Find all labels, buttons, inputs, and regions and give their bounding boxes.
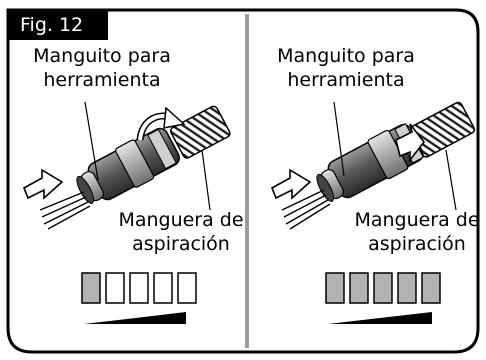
power-segment (349, 272, 369, 304)
power-segment (397, 272, 417, 304)
power-ramp (84, 312, 186, 324)
figure-tag: Fig. 12 (8, 10, 108, 40)
label-line: Manguito para (33, 45, 171, 67)
power-segment (105, 272, 125, 304)
label-line: Manguera de (354, 209, 480, 231)
power-segment (373, 272, 393, 304)
insert-arrow (270, 168, 312, 200)
left-suction-hose-label: Manguera de aspiración (112, 208, 250, 256)
label-line: herramienta (43, 69, 161, 91)
left-hose-assembly (22, 101, 231, 230)
label-line: Manguito para (277, 45, 415, 67)
left-tool-hose-label: Manguito para herramienta (22, 44, 182, 92)
label-line: Manguera de (118, 209, 244, 231)
left-power-indicator (81, 272, 197, 324)
right-hose-assembly (270, 101, 476, 230)
power-segment (81, 272, 101, 304)
power-segment (421, 272, 441, 304)
label-line: aspiración (368, 233, 466, 255)
right-suction-hose-label: Manguera de aspiración (350, 208, 484, 256)
power-segment (325, 272, 345, 304)
label-line: aspiración (132, 233, 230, 255)
power-segment (129, 272, 149, 304)
slide-arrow (395, 123, 426, 163)
power-segment (153, 272, 173, 304)
outer-border (6, 8, 480, 354)
insert-arrow (22, 168, 64, 200)
right-power-indicator (325, 272, 441, 324)
label-line: herramienta (287, 69, 405, 91)
right-tool-hose-label: Manguito para herramienta (266, 44, 426, 92)
power-segment (177, 272, 197, 304)
power-ramp (328, 312, 432, 324)
